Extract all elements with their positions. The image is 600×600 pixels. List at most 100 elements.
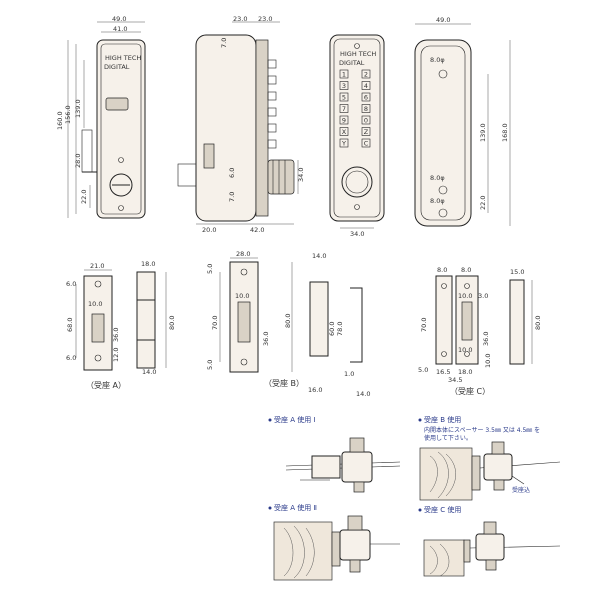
svg-text:1.0: 1.0 xyxy=(344,370,354,378)
svg-text:6.0: 6.0 xyxy=(66,354,76,362)
svg-text:10.0: 10.0 xyxy=(484,354,492,368)
svg-text:18.0: 18.0 xyxy=(458,368,472,376)
svg-text:34.0: 34.0 xyxy=(350,230,364,238)
svg-text:168.0: 168.0 xyxy=(501,123,509,142)
usage-b-note-1: 内開本体にスペーサー 3.5㎜ 又は 4.5㎜ を xyxy=(424,426,540,434)
keypad-key-right-1 xyxy=(361,81,371,90)
svg-text:10.0: 10.0 xyxy=(235,292,249,300)
keypad-key-label: 7 xyxy=(342,105,346,113)
svg-text:80.0: 80.0 xyxy=(168,316,176,330)
svg-text:7.0: 7.0 xyxy=(228,192,236,202)
usage-b-label: 受座込 xyxy=(512,486,530,494)
usage-b-note-2: 使用して下さい。 xyxy=(424,434,472,442)
svg-text:70.0: 70.0 xyxy=(211,316,219,330)
keypad-key-label: C xyxy=(364,140,369,148)
svg-text:16.0: 16.0 xyxy=(308,386,322,394)
svg-text:10.0: 10.0 xyxy=(88,300,102,308)
svg-text:7.0: 7.0 xyxy=(220,38,228,48)
keypad-brand-1: HIGH TECH xyxy=(340,50,376,58)
keypad-key-label: 9 xyxy=(342,117,346,125)
svg-text:70.0: 70.0 xyxy=(420,318,428,332)
svg-text:36.0: 36.0 xyxy=(262,332,270,346)
svg-text:8.0φ: 8.0φ xyxy=(430,56,445,64)
keypad-key-right-3 xyxy=(361,104,371,113)
keypad-knob xyxy=(341,166,373,198)
keypad-key-label: 8 xyxy=(364,105,368,113)
strike-plate-c: 8.0 8.0 15.0 10.0 3.0 70.0 36.0 80.0 5.0… xyxy=(418,266,542,396)
side-buttons xyxy=(267,59,277,149)
keypad-key-left-5 xyxy=(339,127,349,136)
svg-text:78.0: 78.0 xyxy=(336,322,344,336)
svg-text:16.5: 16.5 xyxy=(436,368,450,376)
svg-text:139.0: 139.0 xyxy=(479,123,487,142)
svg-text:14.0: 14.0 xyxy=(142,368,156,376)
back-view: 49.0 8.0φ 139.0 168.0 8.0φ 22.0 8.0φ xyxy=(414,16,511,227)
brand-line-1: HIGH TECH xyxy=(105,54,141,62)
keypad-key-label: 3 xyxy=(342,82,346,90)
svg-text:49.0: 49.0 xyxy=(436,16,450,24)
svg-text:8.0: 8.0 xyxy=(437,266,447,274)
svg-text:23.0: 23.0 xyxy=(233,15,247,23)
screw-hole-icon xyxy=(118,205,124,211)
nagasawa-logo xyxy=(105,97,129,111)
svg-text:15.0: 15.0 xyxy=(510,268,524,276)
svg-text:42.0: 42.0 xyxy=(250,226,264,234)
side-view: 23.0 23.0 7.0 6.0 34.0 7.0 20.0 42.0 xyxy=(177,15,305,234)
svg-text:14.0: 14.0 xyxy=(312,252,326,260)
keypad-key-label: Y xyxy=(341,140,346,148)
svg-text:8.0φ: 8.0φ xyxy=(430,197,445,205)
svg-text:28.0: 28.0 xyxy=(74,154,82,168)
svg-text:68.0: 68.0 xyxy=(66,318,74,332)
keypad-key-left-2 xyxy=(339,92,349,102)
keypad-key-right-4 xyxy=(361,115,371,125)
keypad-key-label: 5 xyxy=(342,94,346,102)
keypad-key-left-6 xyxy=(339,138,349,148)
svg-text:5.0: 5.0 xyxy=(206,360,214,370)
svg-text:34.0: 34.0 xyxy=(297,168,305,182)
mount-hole-icon xyxy=(438,69,448,79)
keypad-key-right-6 xyxy=(361,138,371,148)
usage-a2-title: 受座 A 使用 Ⅱ xyxy=(274,503,317,512)
usage-b-illustration: 受座 B 使用 内開本体にスペーサー 3.5㎜ 又は 4.5㎜ を 使用して下さ… xyxy=(418,415,561,501)
keypad-key-label: 4 xyxy=(364,82,368,90)
keypad-key-label: Z xyxy=(364,128,369,136)
caption-b: （受座 B） xyxy=(264,378,304,388)
usage-a2-illustration: 受座 A 使用 Ⅱ xyxy=(268,503,400,581)
svg-text:8.0: 8.0 xyxy=(461,266,471,274)
svg-text:34.5: 34.5 xyxy=(448,376,462,384)
keypad-brand-2: DIGITAL xyxy=(339,59,365,67)
svg-text:36.0: 36.0 xyxy=(112,328,120,342)
svg-text:12.0: 12.0 xyxy=(112,348,120,362)
caption-c: （受座 C） xyxy=(450,386,490,396)
svg-text:23.0: 23.0 xyxy=(258,15,272,23)
svg-text:80.0: 80.0 xyxy=(534,316,542,330)
svg-text:139.0: 139.0 xyxy=(74,99,82,118)
side-knob xyxy=(267,159,295,195)
keypad-key-label: 1 xyxy=(342,71,346,79)
usage-a1-illustration: 受座 A 使用 Ⅰ xyxy=(268,415,401,493)
svg-text:18.0: 18.0 xyxy=(141,260,155,268)
svg-text:6.0: 6.0 xyxy=(228,168,236,178)
svg-text:20.0: 20.0 xyxy=(202,226,216,234)
usage-c-title: 受座 C 使用 xyxy=(424,505,461,514)
svg-text:22.0: 22.0 xyxy=(479,196,487,210)
svg-text:60.0: 60.0 xyxy=(328,322,336,336)
svg-text:36.0: 36.0 xyxy=(482,332,490,346)
svg-text:10.0: 10.0 xyxy=(458,292,472,300)
front-view: HIGH TECH DIGITAL 49.0 41.0 160.0 156.0 … xyxy=(56,15,146,219)
svg-text:28.0: 28.0 xyxy=(236,250,250,258)
svg-text:3.0: 3.0 xyxy=(478,292,488,300)
svg-text:41.0: 41.0 xyxy=(113,25,127,33)
strike-plate-b: 28.0 14.0 5.0 10.0 70.0 36.0 80.0 60.0 7… xyxy=(206,250,370,398)
svg-text:10.0: 10.0 xyxy=(458,346,472,354)
keypad-key-left-3 xyxy=(339,104,349,113)
brand-line-2: DIGITAL xyxy=(104,63,130,71)
svg-text:5.0: 5.0 xyxy=(206,264,214,274)
keypad-key-right-0 xyxy=(361,69,371,79)
usage-a1-title: 受座 A 使用 Ⅰ xyxy=(274,415,316,424)
keypad-key-label: 6 xyxy=(364,94,368,102)
keypad-key-right-5 xyxy=(361,127,371,136)
